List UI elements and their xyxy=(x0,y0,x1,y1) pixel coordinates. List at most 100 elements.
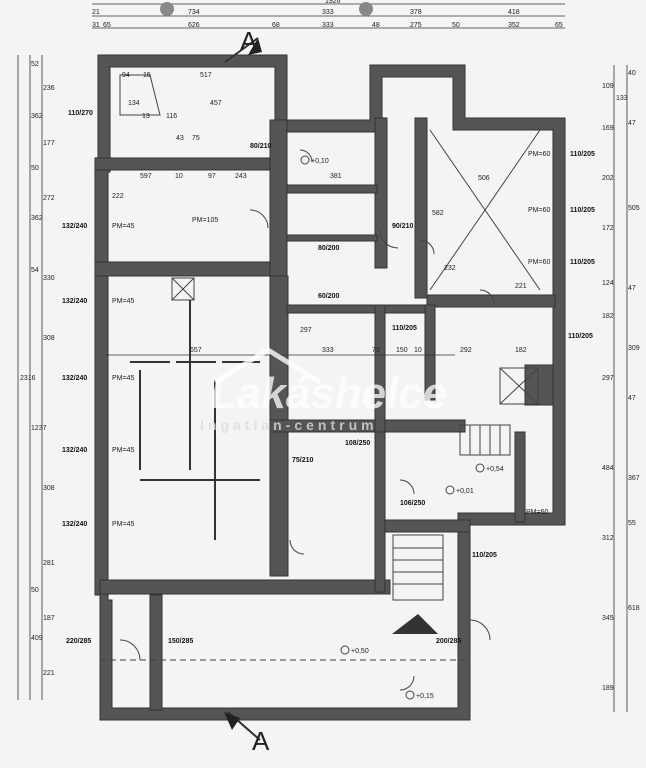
elevator-shaft xyxy=(499,367,539,405)
dim-label: 297 xyxy=(602,375,614,382)
dim-label: 94 xyxy=(122,72,130,79)
dim-label: 133 xyxy=(616,95,628,102)
dim-label: 378 xyxy=(410,9,422,16)
dim-label: 506 xyxy=(478,175,490,182)
window-label: 132/240 xyxy=(62,521,87,528)
dim-label: 177 xyxy=(43,140,55,147)
dim-label: 182 xyxy=(602,313,614,320)
dim-label: 236 xyxy=(43,85,55,92)
dim-label: 418 xyxy=(508,9,520,16)
window-label: 132/240 xyxy=(62,298,87,305)
dim-label: 333 xyxy=(322,347,334,354)
right-dimension-lines: 40 133 47 505 47 309 47 367 55 618 109 1… xyxy=(602,65,640,712)
door-label: 150/285 xyxy=(168,638,193,645)
door-label: 80/200 xyxy=(318,245,340,252)
dim-label: 68 xyxy=(272,22,280,29)
outer-walls xyxy=(94,54,566,721)
window-label: 110/205 xyxy=(472,552,497,559)
dim-label: 21 xyxy=(92,9,100,16)
dim-label: 297 xyxy=(300,327,312,334)
window-label: 132/240 xyxy=(62,223,87,230)
dim-label: 202 xyxy=(602,175,614,182)
dim-label: 47 xyxy=(628,120,636,127)
dim-label: 517 xyxy=(200,72,212,79)
dim-label: 55 xyxy=(628,520,636,527)
dim-label: 43 xyxy=(176,135,184,142)
dim-label: 47 xyxy=(628,395,636,402)
dim-label: 457 xyxy=(210,100,222,107)
dim-label: 124 xyxy=(602,280,614,287)
dim-label: 10 xyxy=(414,347,422,354)
window-label: 220/285 xyxy=(66,638,91,645)
dim-label: 65 xyxy=(555,22,563,29)
dim-label: 582 xyxy=(432,210,444,217)
level-label: +0,10 xyxy=(311,158,329,165)
window-label: 110/205 xyxy=(568,333,593,340)
dim-label: 47 xyxy=(628,285,636,292)
wall-tag: PM=60 xyxy=(528,259,550,266)
level-label: +0,54 xyxy=(486,466,504,473)
dim-label: 13 xyxy=(142,113,150,120)
dim-label: 10 xyxy=(175,173,183,180)
section-markers: A A xyxy=(224,26,270,756)
door-label: 80/210 xyxy=(250,143,272,150)
dim-label: 150 xyxy=(396,347,408,354)
dim-label: 362 xyxy=(31,215,43,222)
dim-label: 109 xyxy=(602,83,614,90)
dim-label: 618 xyxy=(628,605,640,612)
dim-label: 50 xyxy=(31,165,39,172)
dim-label: 484 xyxy=(602,465,614,472)
interior-walls xyxy=(94,117,556,711)
wall-tag: PM=60 xyxy=(528,151,550,158)
dim-label: 73 xyxy=(372,347,380,354)
level-label: +0,01 xyxy=(456,488,474,495)
door-label: 90/210 xyxy=(392,223,414,230)
window-label: 110/205 xyxy=(570,151,595,158)
dim-label: 116 xyxy=(166,113,177,120)
wall-tag: PM=45 xyxy=(112,298,134,305)
door-label: 108/250 xyxy=(345,440,370,447)
dim-label: 362 xyxy=(31,113,43,120)
dim-label: 65 xyxy=(103,22,111,29)
dim-label: 657 xyxy=(190,347,202,354)
window-label: 132/240 xyxy=(62,447,87,454)
dim-label: 169 xyxy=(602,125,614,132)
dim-label: 308 xyxy=(43,335,55,342)
dim-label: 134 xyxy=(128,100,140,107)
dim-label: 15 xyxy=(143,72,151,79)
window-label: 110/205 xyxy=(570,207,595,214)
dim-label: 187 xyxy=(43,615,55,622)
dim-label: 50 xyxy=(452,22,460,29)
level-marks: +0,10 +0,50 +0,01 +0,54 +0,15 xyxy=(300,155,504,700)
level-label: +0,50 xyxy=(351,648,369,655)
watermark-brand: Lakáshelce xyxy=(210,369,447,418)
dim-label: 345 xyxy=(602,615,614,622)
dim-label: 292 xyxy=(460,347,472,354)
window-labels-right: 110/205 110/205 110/205 110/205 110/205 xyxy=(472,151,595,559)
window-labels-left: 110/270 132/240 132/240 132/240 132/240 … xyxy=(62,110,93,645)
window-label: 110/270 xyxy=(68,110,93,117)
wall-tag: PM=45 xyxy=(112,521,134,528)
dim-label: 309 xyxy=(628,345,640,352)
dim-label: 367 xyxy=(628,475,640,482)
staircase xyxy=(459,424,511,456)
dim-label: 352 xyxy=(508,22,520,29)
wall-tag: PM=60 xyxy=(528,207,550,214)
dim-label: 222 xyxy=(112,193,124,200)
dim-label: 597 xyxy=(140,173,152,180)
dim-label: 333 xyxy=(322,9,334,16)
wall-tags: PM=45 PM=45 PM=45 PM=45 PM=45 PM=60 PM=6… xyxy=(112,151,550,528)
dim-label: 272 xyxy=(43,195,55,202)
dim-total-height: 2316 xyxy=(20,375,36,382)
staircase xyxy=(392,534,444,601)
dim-label: 189 xyxy=(602,685,614,692)
window-label: 132/240 xyxy=(62,375,87,382)
wall-tag: PM=45 xyxy=(112,375,134,382)
dim-label: 48 xyxy=(372,22,380,29)
dim-label: 381 xyxy=(330,173,342,180)
dim-label: 333 xyxy=(322,22,334,29)
dim-label: 232 xyxy=(444,265,456,272)
dim-label: 330 xyxy=(43,275,55,282)
level-label: +0,15 xyxy=(416,693,434,700)
door-label: 110/205 xyxy=(392,325,417,332)
